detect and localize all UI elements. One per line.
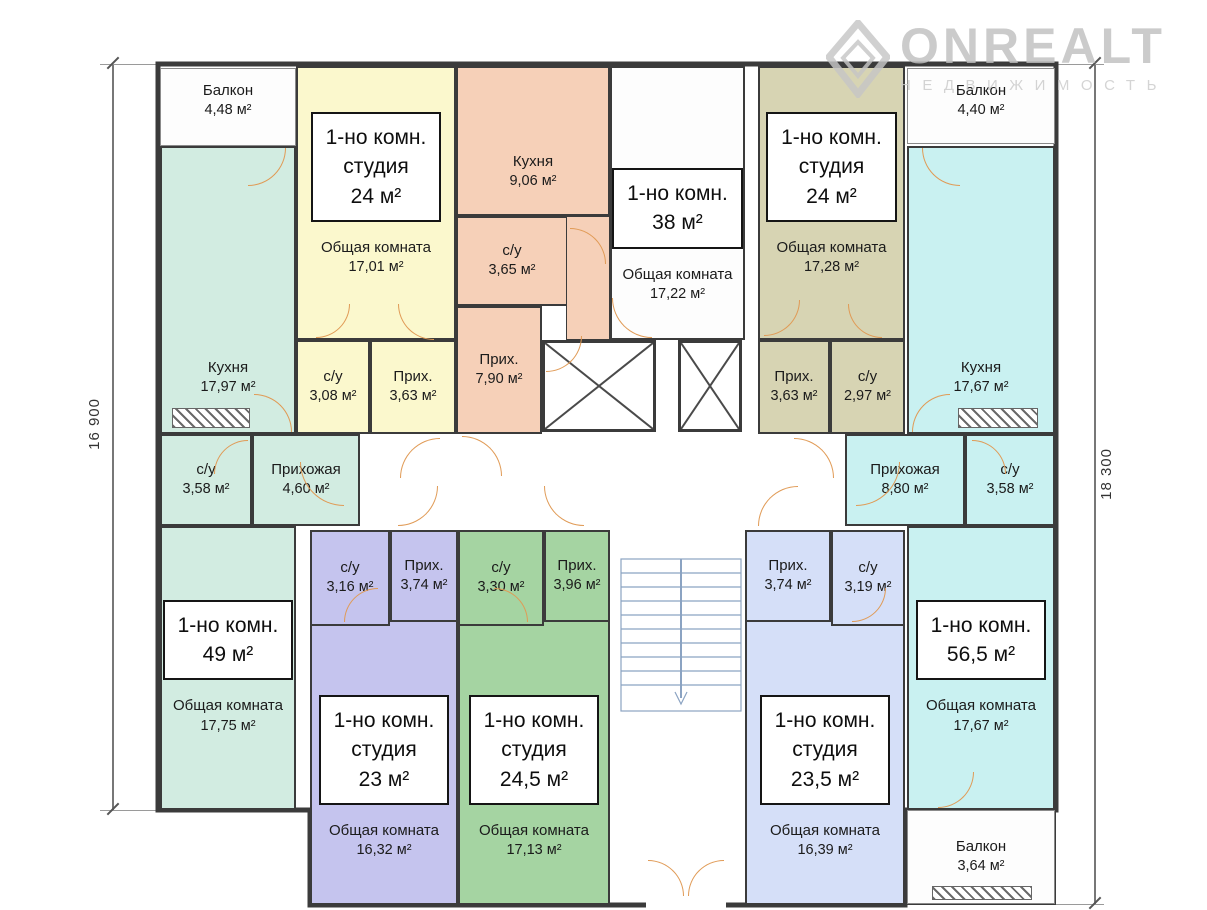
room-living-yellow-label: Общая комната 17,01 м² <box>321 239 431 276</box>
apartment-label-38: 1-но комн. 38 м² <box>612 168 743 249</box>
dimension-ext <box>1056 64 1104 65</box>
room-hall-lavender: Прих. 3,74 м² <box>390 530 458 622</box>
staircase <box>620 558 742 712</box>
room-area: 17,97 м² <box>200 379 256 396</box>
apartment-label-24-yellow: 1-но комн. студия 24 м² <box>310 112 442 223</box>
room-label: Кухня <box>207 359 249 377</box>
apartment-label-49: 1-но комн. 49 м² <box>162 599 294 681</box>
room-living-38: 1-но комн. 38 м² Общая комната 17,22 м² <box>610 66 745 340</box>
room-balcony-top-left: Балкон 4,48 м² <box>160 68 296 146</box>
room-hall-yellow: Прих. 3,63 м² <box>370 340 456 434</box>
apartment-label-245: 1-но комн. студия 24,5 м² <box>468 695 600 806</box>
entrance-opening <box>646 900 726 909</box>
room-balcony-top-right: Балкон 4,40 м² <box>907 68 1055 144</box>
room-hall-olive: Прих. 3,63 м² <box>758 340 830 434</box>
room-kitchen-center: Кухня 9,06 м² <box>456 66 610 216</box>
room-living-lavender-label: Общая комната 16,32 м² <box>329 822 439 859</box>
room-living-olive-label: Общая комната 17,28 м² <box>776 239 887 276</box>
room-area: 4,48 м² <box>204 102 252 119</box>
room-living-left: 1-но комн. 49 м² Общая комната 17,75 м² <box>160 526 296 810</box>
room-living-right-label: Общая комната 17,67 м² <box>926 697 1036 734</box>
room-wc-yellow: с/у 3,08 м² <box>296 340 370 434</box>
room-wc-olive: с/у 2,97 м² <box>830 340 905 434</box>
room-living-38-label: Общая комната 17,22 м² <box>622 265 733 303</box>
room-living-right: 1-но комн. 56,5 м² Общая комната 17,67 м… <box>907 526 1055 810</box>
room-label: с/у <box>196 461 216 479</box>
elevator-cross-icon <box>681 343 739 429</box>
room-label: Балкон <box>202 82 254 99</box>
room-kitchen-right: Кухня 17,67 м² <box>907 146 1055 434</box>
room-wc-center: с/у 3,65 м² <box>456 216 568 306</box>
window-sill-hatch-right <box>958 408 1038 428</box>
window-sill-hatch-balcony <box>932 886 1032 900</box>
room-hall-blue: Прих. 3,74 м² <box>745 530 831 622</box>
window-sill-hatch-left <box>172 408 250 428</box>
dimension-ext <box>100 810 158 811</box>
dimension-line-right <box>1094 64 1096 905</box>
apartment-label-56: 1-но комн. 56,5 м² <box>915 599 1047 681</box>
room-living-blue-label: Общая комната 16,39 м² <box>770 822 880 859</box>
room-hall-center: Прих. 7,90 м² <box>456 306 542 434</box>
apartment-label-23: 1-но комн. студия 23 м² <box>318 695 450 806</box>
room-studio-yellow: 1-но комн. студия 24 м² Общая комната 17… <box>296 66 456 340</box>
room-living-green-label: Общая комната 17,13 м² <box>479 822 589 859</box>
apartment-label-235: 1-но комн. студия 23,5 м² <box>759 695 891 806</box>
apartment-label-24-olive: 1-но комн. студия 24 м² <box>766 112 897 223</box>
room-studio-olive: 1-но комн. студия 24 м² Общая комната 17… <box>758 66 905 340</box>
room-living-left-label: Общая комната 17,75 м² <box>173 697 283 734</box>
room-hall-green: Прих. 3,96 м² <box>544 530 610 622</box>
room-area: 3,58 м² <box>182 481 230 498</box>
elevator-shaft-2 <box>678 340 742 432</box>
room-wc-right: с/у 3,58 м² <box>965 434 1055 526</box>
dimension-ext <box>1056 904 1104 905</box>
dimension-ext <box>100 64 158 65</box>
dimension-line-left <box>112 64 114 810</box>
room-kitchen-left: Кухня 17,97 м² <box>160 146 296 434</box>
